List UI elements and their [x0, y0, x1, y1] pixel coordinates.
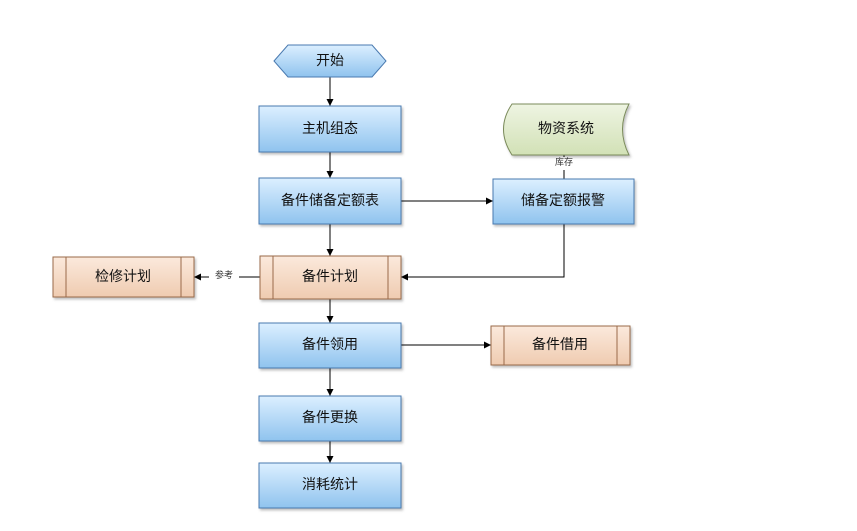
host-config-label: 主机组态 [302, 121, 358, 137]
start-label: 开始 [316, 53, 344, 69]
start-node: 开始 [273, 44, 387, 78]
consumption-stats-node: 消耗统计 [258, 462, 402, 509]
spare-borrow-label: 备件借用 [532, 336, 588, 353]
consumption-stats-label: 消耗统计 [302, 477, 358, 493]
edge-alarm-to-plan [401, 224, 565, 281]
quota-alarm-label: 储备定额报警 [521, 192, 605, 209]
edge-label-bg [549, 157, 579, 170]
spare-borrow-node: 备件借用 [490, 325, 631, 366]
spare-plan-label: 备件计划 [302, 268, 358, 285]
maintenance-plan-label: 检修计划 [95, 269, 151, 285]
spare-replace-node: 备件更换 [258, 395, 402, 442]
spare-plan-node: 备件计划 [259, 255, 402, 300]
spare-quota-label: 备件储备定额表 [281, 192, 379, 209]
spare-requisition-label: 备件领用 [302, 336, 358, 353]
materials-system-label: 物资系统 [538, 121, 594, 137]
materials-system-node: 物资系统 [503, 103, 630, 156]
maintenance-plan-node: 检修计划 [52, 256, 195, 298]
spare-replace-label: 备件更换 [302, 409, 358, 426]
edge-label-inventory: 库存 [555, 156, 573, 168]
edge-label-reference: 参考 [215, 269, 233, 281]
quota-alarm-node: 储备定额报警 [492, 178, 635, 225]
host-config-node: 主机组态 [258, 105, 402, 153]
spare-quota-node: 备件储备定额表 [258, 177, 402, 225]
spare-requisition-node: 备件领用 [258, 322, 402, 369]
edge-label-bg [209, 270, 239, 283]
